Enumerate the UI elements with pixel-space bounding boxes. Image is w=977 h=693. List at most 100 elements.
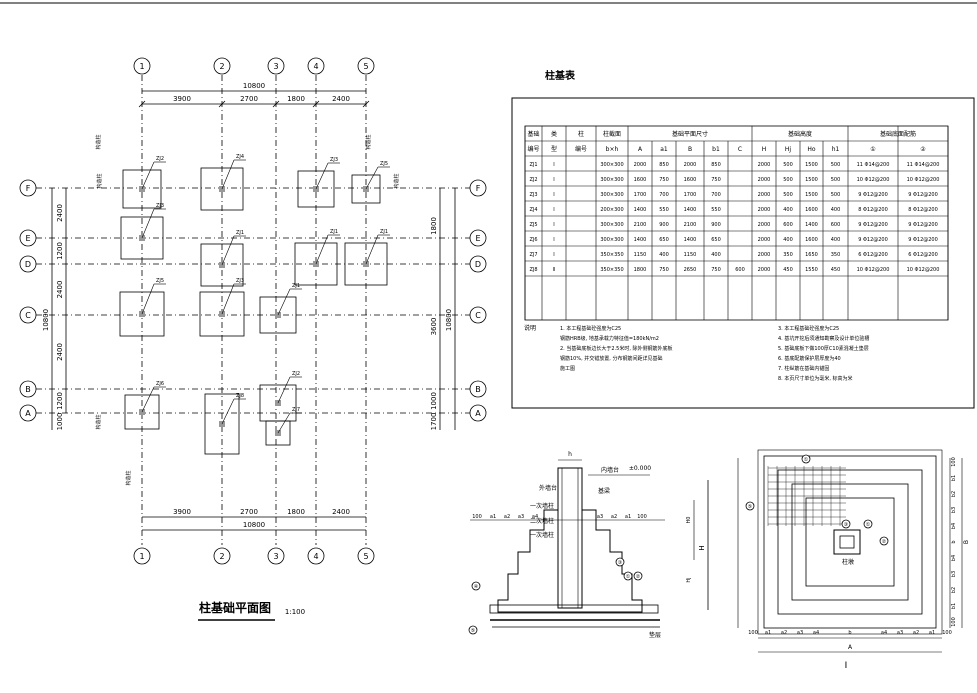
detail-callout: [745, 501, 755, 511]
dim-span-left: 1200: [56, 392, 64, 410]
table-cell: 1600: [634, 177, 647, 183]
table-cell: 9 Φ12@200: [908, 192, 938, 198]
table-cell: 1150: [634, 252, 647, 258]
table-cell: 1550: [805, 267, 818, 273]
table-cell: I: [553, 162, 554, 168]
table-cell: 1600: [805, 237, 818, 243]
table-cell: 400: [831, 207, 841, 213]
table-cell: 1700: [684, 192, 697, 198]
section-column: [557, 467, 583, 609]
detail-dim-bottom-label: a1: [929, 630, 935, 636]
dim-bottom: a2: [504, 514, 510, 520]
table-head-2: h1: [832, 146, 840, 153]
detail-step: [791, 483, 909, 601]
table-cell: 700: [659, 192, 669, 198]
table-cell: I: [553, 177, 554, 183]
dim-span-bottom: 2400: [332, 508, 350, 516]
axis-bubble-top: [307, 57, 325, 75]
table-cell: 850: [659, 162, 669, 168]
dim-span-top: 3900: [173, 95, 191, 103]
section-mark: I: [845, 661, 848, 671]
detail-dim-bottom-label: 100: [748, 630, 758, 636]
dim-bottom: a1: [625, 514, 631, 520]
table-head-1: 基础高度: [788, 130, 812, 138]
axis-bubble-bottom: [213, 547, 231, 565]
detail-callout-label: ③: [844, 522, 848, 528]
note-right: 3. 本工程基础砼强度为C25: [778, 325, 839, 332]
table-frame: [511, 97, 975, 409]
table-cell: 600: [783, 222, 793, 228]
table-cell: 2000: [758, 192, 771, 198]
section-pad: [489, 604, 659, 614]
dim-bottom: a2: [611, 514, 617, 520]
footing-pad: [119, 291, 165, 337]
table-cell: 350×350: [600, 267, 623, 273]
table-cell: 1600: [684, 177, 697, 183]
table-head-2: 型: [551, 145, 557, 153]
dim-bottom: 100: [472, 514, 482, 520]
axis-label-bottom: 3: [273, 552, 278, 561]
table-cell: 1400: [684, 237, 697, 243]
axis-label-top: 4: [313, 62, 318, 71]
footing-pad: [294, 242, 338, 286]
label-beam: 基梁: [598, 487, 610, 495]
dim-span-bottom: 3900: [173, 508, 191, 516]
detail-col-label: 柱墩: [842, 558, 854, 566]
corner-label: 构造柱: [393, 173, 400, 188]
table-cell: 500: [783, 177, 793, 183]
detail-dim-right-label: b2: [951, 491, 957, 497]
axis-label-right: D: [475, 260, 481, 269]
footing-label: ZJ3: [236, 278, 244, 284]
table-cell: 11 Φ14@200: [857, 162, 890, 168]
detail-dim-right-label: b2: [951, 587, 957, 593]
notes-label: 说明: [524, 324, 536, 332]
footing-leader: [277, 288, 291, 316]
table-cell: 6 Φ12@200: [908, 252, 938, 258]
note-left: 钢筋HRB级, 地基承载力特征值=180kN/m2: [560, 335, 659, 342]
table-cell: 450: [831, 267, 841, 273]
dim-H0: H0: [686, 517, 692, 524]
table-cell: 600: [735, 267, 745, 273]
footing-pad: [297, 170, 335, 208]
table-cell: 1500: [805, 192, 818, 198]
table-cell: 1700: [634, 192, 647, 198]
table-cell: 650: [711, 237, 721, 243]
note-left: 钢筋10%, 并交错放置, 分布钢筋间距详见基础: [560, 355, 662, 362]
table-cell: I: [553, 222, 554, 228]
table-cell: 9 Φ12@200: [908, 237, 938, 243]
table-cell: 1400: [634, 207, 647, 213]
table-cell: 6 Φ12@200: [858, 252, 888, 258]
table-cell: 750: [659, 177, 669, 183]
table-cell: 2650: [684, 267, 697, 273]
table-cell: 600: [831, 222, 841, 228]
axis-bubble-top: [213, 57, 231, 75]
axis-label-top: 3: [273, 62, 278, 71]
dim-H: H: [698, 545, 706, 550]
footing-pad: [344, 242, 388, 286]
detail-dim-bottom-label: a3: [897, 630, 903, 636]
footing-label: ZJ3: [330, 157, 338, 163]
table-cell: 1500: [805, 162, 818, 168]
detail-step: [777, 469, 923, 615]
table-cell: 750: [711, 267, 721, 273]
dim-span-right: 3600: [430, 318, 438, 336]
detail-callout: [879, 536, 889, 546]
footing-label: ZJ3: [156, 203, 164, 209]
dim-span-top: 1800: [287, 95, 305, 103]
footing-leader: [141, 161, 155, 190]
axis-label-left: F: [26, 184, 31, 193]
table-cell: 400: [783, 237, 793, 243]
footing-leader: [221, 283, 235, 315]
table-head-2: A: [638, 146, 643, 153]
table-cell: 10 Φ12@200: [857, 177, 890, 183]
label-step1: 一次墙柱: [530, 502, 554, 510]
table-cell: ZJ3: [529, 192, 537, 198]
footing-pad: [122, 169, 162, 209]
axis-label-bottom: 5: [363, 552, 368, 561]
dim-span-bottom: 2700: [240, 508, 258, 516]
footing-pad: [199, 291, 245, 337]
plan-scale: 1:100: [285, 608, 305, 616]
